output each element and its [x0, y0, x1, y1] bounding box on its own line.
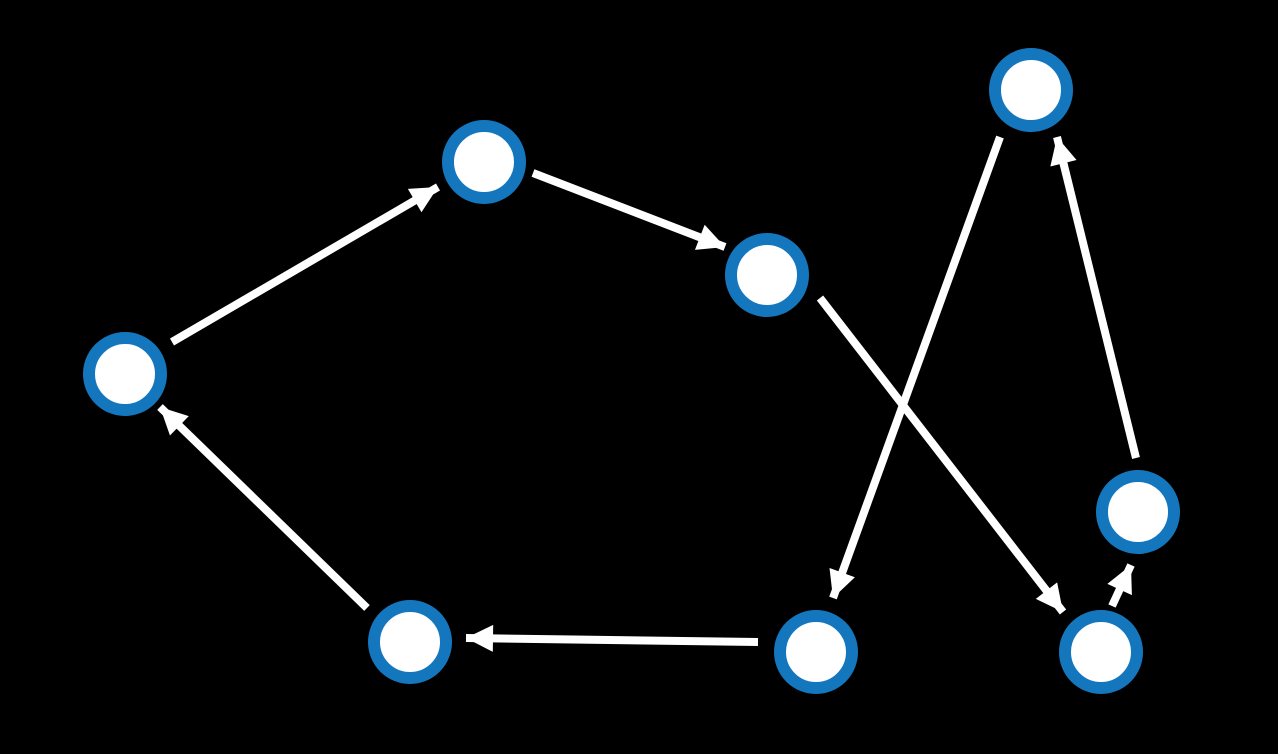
- graph-node-n6: [368, 600, 452, 684]
- graph-node-n1: [989, 48, 1073, 132]
- graph-edge-arrow-n5-n1: [1050, 136, 1140, 459]
- graph-edge-arrow-n8-n5: [1107, 563, 1135, 608]
- graph-edge-arrow-n1-n7: [829, 135, 1004, 600]
- graph-node-n5: [1096, 470, 1180, 554]
- graph-edge-arrow-n4-n2: [169, 183, 441, 346]
- graph-node-n4: [83, 332, 167, 416]
- graph-node-n8: [1059, 610, 1143, 694]
- graph-edge-arrow-n7-n6: [465, 624, 759, 652]
- edges-layer: [157, 135, 1140, 652]
- nodes-layer: [83, 48, 1180, 694]
- graph-edge-arrow-n6-n4: [157, 404, 370, 611]
- graph-edge-arrow-n3-n8: [816, 295, 1067, 615]
- graph-node-n7: [774, 610, 858, 694]
- graph-node-n2: [442, 120, 526, 204]
- graph-node-n3: [725, 233, 809, 317]
- graph-edge-arrow-n2-n3: [531, 169, 727, 251]
